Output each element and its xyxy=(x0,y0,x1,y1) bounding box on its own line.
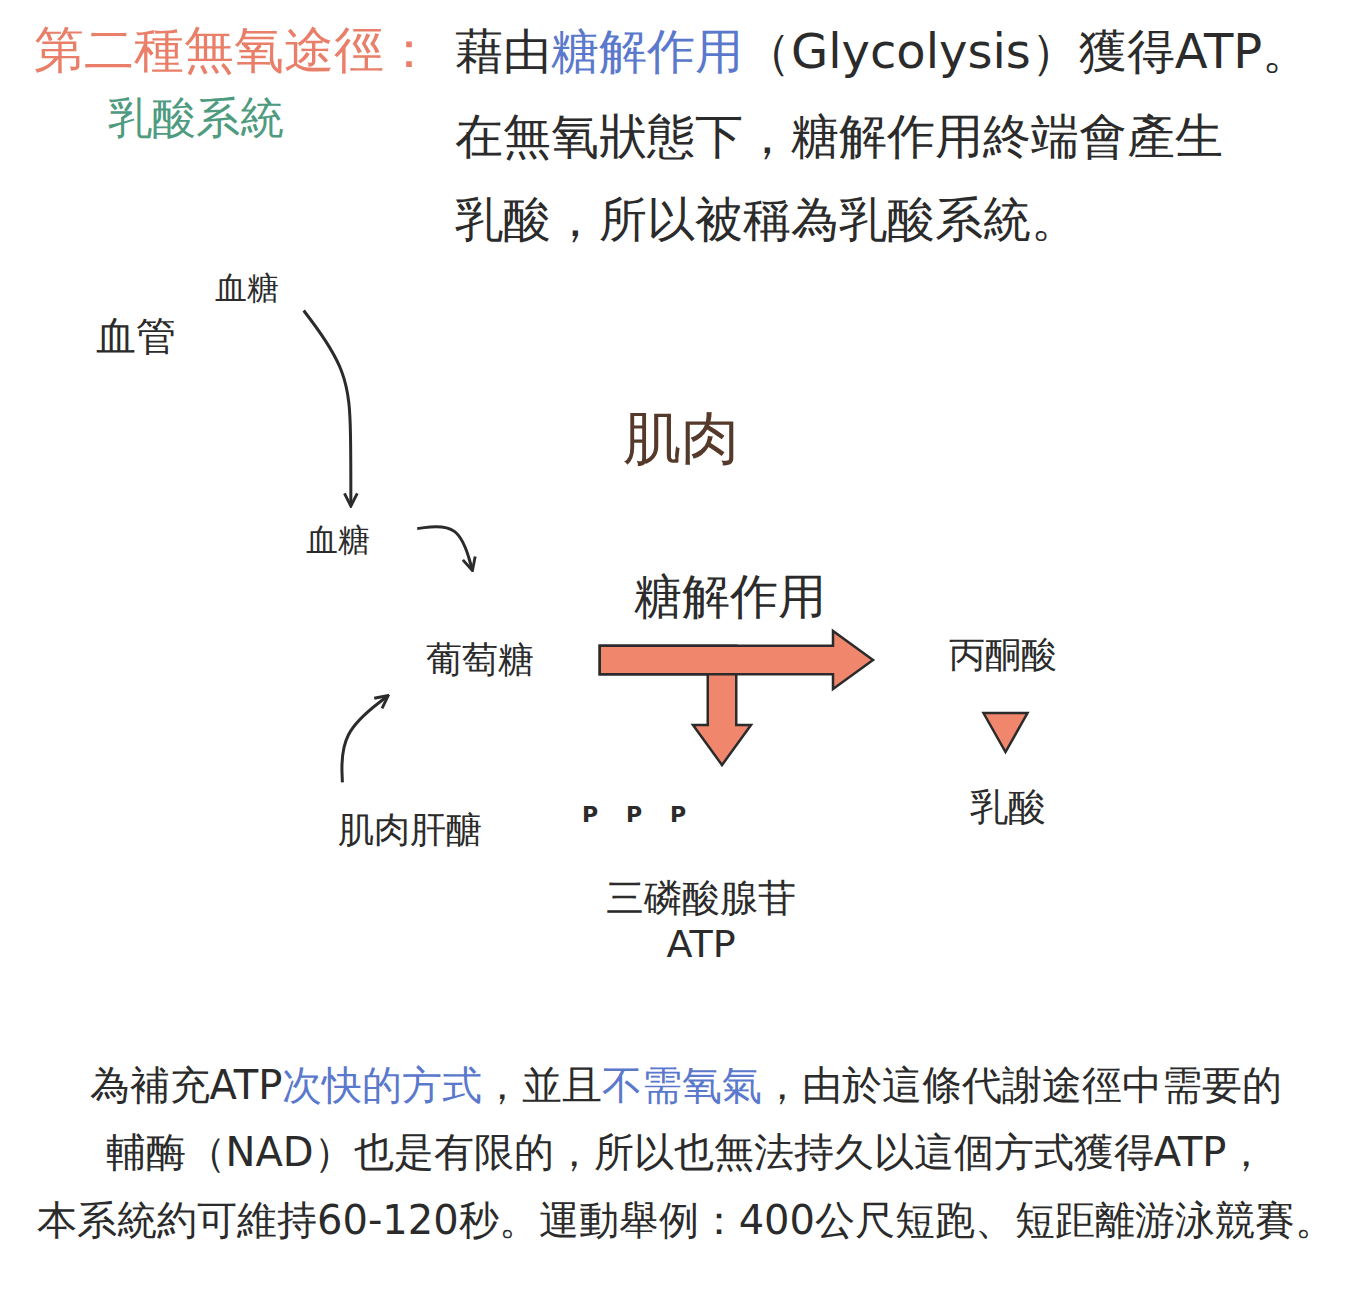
ellipse-outline xyxy=(897,617,1109,693)
text-label: 不需氧氣 xyxy=(602,1062,762,1108)
text-holder: P xyxy=(617,798,651,832)
text-line: 藉由糖解作用（Glycolysis）獲得ATP。 xyxy=(455,23,1310,81)
muscle-outline xyxy=(60,762,1300,1000)
pyruvate-ellipse: 丙酮酸 xyxy=(895,615,1111,695)
node-text: P xyxy=(626,804,642,826)
phosphate-circle xyxy=(617,798,651,832)
thin-arrow xyxy=(304,310,351,504)
text-label: 在無氧狀態下，糖解作用終端會產生 xyxy=(455,108,1223,164)
vessel-wall xyxy=(55,176,372,284)
text-line: 為補充ATP次快的方式，並且不需氧氣，由於這條代謝途徑中需要的 xyxy=(0,1061,1372,1109)
adenine-ring xyxy=(752,790,790,826)
connector xyxy=(342,697,387,783)
text-line: 乳酸，所以被稱為乳酸系統。 xyxy=(455,191,1079,249)
text-holder: 肌肉 xyxy=(56,404,1306,474)
adenine-bond xyxy=(748,814,760,820)
edge-label: 糖解作用 xyxy=(634,568,826,626)
adenine-ring xyxy=(786,777,830,815)
node-text: 丙酮酸 xyxy=(949,633,1057,676)
glucose-hexagon: 葡萄糖 xyxy=(399,577,561,743)
text-label: 為補充ATP xyxy=(90,1062,283,1108)
node-text: 肌肉 xyxy=(56,404,1306,474)
ellipse-outline xyxy=(276,786,544,874)
node-text: P xyxy=(670,804,686,826)
node-text: 血糖 xyxy=(215,269,279,307)
muscle-fill xyxy=(60,383,1300,1000)
thick-arrow-shaft xyxy=(614,647,835,673)
ribose-ring xyxy=(715,810,768,861)
text-holder: P xyxy=(573,798,607,832)
blood-sugar-ellipse: 血糖 xyxy=(268,508,408,572)
glycogen-ellipse: 肌肉肝醣 xyxy=(274,784,546,876)
atp-icon: P P P 三磷酸腺苷 ATP xyxy=(566,768,836,974)
thin-arrow xyxy=(342,697,387,783)
title-text: 第二種無氧途徑： xyxy=(34,20,434,80)
edge-label-holder: 糖解作用 xyxy=(510,568,950,626)
vessel-body xyxy=(55,176,408,430)
text-label: 輔酶（NAD）也是有限的，所以也無法持久以這個方式獲得ATP， xyxy=(106,1129,1267,1175)
text-label: ，由於這條代謝途徑中需要的 xyxy=(762,1062,1282,1108)
phosphate-bond xyxy=(590,815,718,830)
text-label: 乳酸，所以被稱為乳酸系統。 xyxy=(455,191,1079,247)
connector xyxy=(417,527,472,569)
text-label: 糖解作用 xyxy=(551,23,743,79)
thin-arrow xyxy=(417,527,472,569)
text-label: ，並且 xyxy=(482,1062,602,1108)
node-text: 肌肉肝醣 xyxy=(338,808,482,851)
phosphate-circle xyxy=(573,798,607,832)
triangle-arrow xyxy=(984,713,1028,752)
text-label: 次快的方式 xyxy=(282,1062,482,1108)
blood-sugar-ellipse: 血糖 xyxy=(177,257,317,319)
node-text: 血糖 xyxy=(306,521,370,559)
text-line: 本系統約可維持60-120秒。運動舉例：400公尺短跑、短距離游泳競賽。 xyxy=(0,1196,1372,1244)
ellipse-outline xyxy=(930,774,1086,842)
ellipse-outline xyxy=(270,510,406,570)
text-label: （Glycolysis）獲得ATP。 xyxy=(743,23,1310,79)
node-text: 三磷酸腺苷 ATP xyxy=(595,876,807,967)
node-text: 葡萄糖 xyxy=(426,638,534,681)
node-text: 血管 xyxy=(96,312,176,360)
muscle-region: 肌肉血糖葡萄糖肌肉肝醣 丙酮酸 P P P 三磷酸腺苷 ATP 乳酸 xyxy=(56,380,1306,1006)
text-label: 藉由 xyxy=(455,23,551,79)
text-label: 本系統約可維持60-120秒。運動舉例：400公尺短跑、短距離游泳競賽。 xyxy=(37,1197,1335,1243)
blood-vessel: 血管 血糖 xyxy=(50,168,412,434)
text-line: 輔酶（NAD）也是有限的，所以也無法持久以這個方式獲得ATP， xyxy=(0,1128,1372,1176)
node-text: 乳酸 xyxy=(970,785,1046,831)
text-holder: 三磷酸腺苷 ATP xyxy=(566,876,836,967)
hexagon-outline xyxy=(401,579,559,741)
text-holder: P xyxy=(661,798,695,832)
connector xyxy=(304,310,351,504)
lactate-ellipse: 乳酸 xyxy=(928,772,1088,844)
text-label: 乳酸系統 xyxy=(108,92,284,143)
connector xyxy=(614,631,873,689)
text-holder: 血管 xyxy=(96,312,176,360)
connector xyxy=(984,713,1028,752)
node-text: P xyxy=(582,804,598,826)
text-line: 在無氧狀態下，糖解作用終端會產生 xyxy=(455,108,1223,166)
connector xyxy=(614,660,751,765)
ellipse-outline xyxy=(179,259,315,317)
phosphate-circle xyxy=(661,798,695,832)
text-line: 乳酸系統 xyxy=(108,92,284,145)
